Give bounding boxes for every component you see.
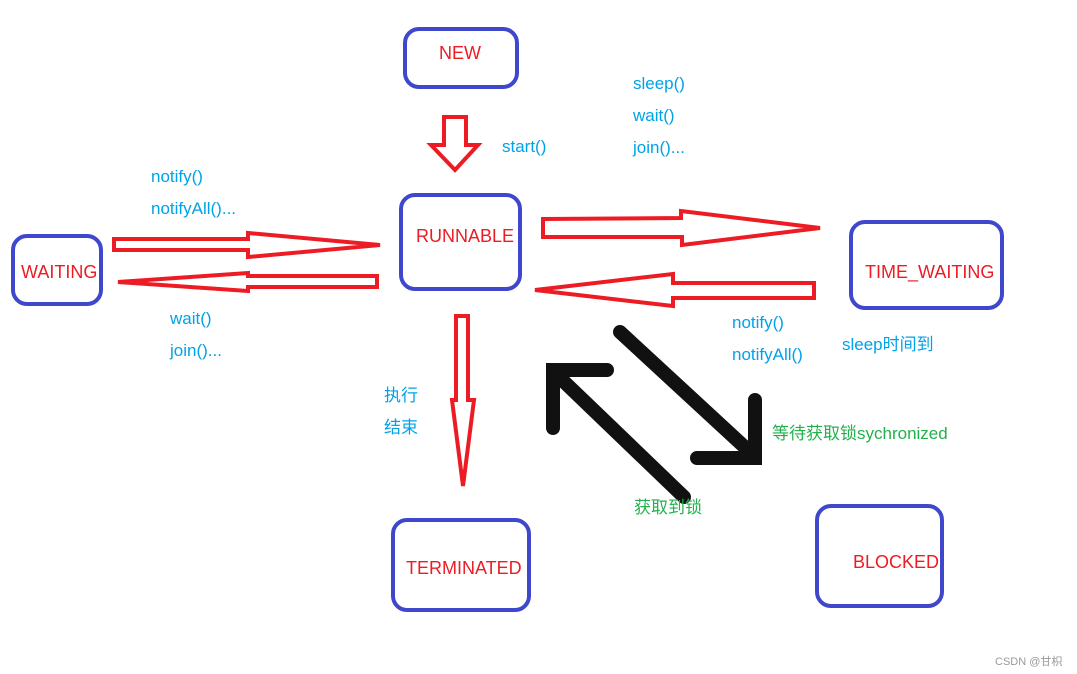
state-blocked-label: BLOCKED (853, 552, 940, 572)
arrow-time-waiting-to-runnable (534, 271, 816, 309)
state-terminated (391, 518, 531, 612)
arrow-runnable-to-waiting (117, 270, 379, 294)
arrow-waiting-to-runnable (112, 230, 381, 260)
state-runnable-label: RUNNABLE (416, 226, 515, 246)
label-sleep: sleep() (633, 74, 685, 93)
state-runnable (399, 193, 522, 291)
label-notify-all: notifyAll()... (151, 199, 237, 218)
label-got-lock: 获取到锁 (634, 498, 702, 517)
label-terminate: 执行 结束 (384, 380, 418, 444)
label-join: join()... (170, 341, 222, 360)
arrow-new-to-runnable (426, 115, 483, 173)
label-start: start() (502, 137, 547, 156)
state-terminated-label: TERMINATED (406, 558, 522, 578)
arrow-blocked-to-runnable (546, 363, 691, 504)
state-time-waiting-label: TIME_WAITING (865, 262, 995, 282)
watermark: CSDN @甘枳 (995, 656, 1063, 668)
state-new (403, 27, 519, 89)
arrow-runnable-to-blocked (613, 325, 762, 465)
label-from-waiting: notify() notifyAll()... (151, 161, 236, 225)
state-new-label: NEW (439, 43, 481, 63)
label-wait: wait() (170, 309, 212, 328)
arrow-runnable-to-time-waiting (541, 208, 821, 248)
label-notify: notify() (732, 313, 784, 332)
label-notify: notify() (151, 167, 203, 186)
state-time-waiting (849, 220, 1004, 310)
label-sleep-timeout: sleep时间到 (842, 335, 934, 354)
label-from-time-waiting: notify() notifyAll() (732, 307, 803, 371)
label-to-waiting: wait() join()... (170, 303, 222, 367)
state-waiting-label: WAITING (21, 262, 98, 282)
label-finish: 结束 (384, 418, 418, 437)
label-wait: wait() (633, 106, 675, 125)
label-join: join()... (633, 138, 685, 157)
label-wait-lock: 等待获取锁sychronized (772, 424, 948, 443)
state-waiting (11, 234, 103, 306)
label-notify-all: notifyAll() (732, 345, 803, 364)
label-to-time-waiting: sleep() wait() join()... (633, 68, 685, 164)
state-blocked (815, 504, 944, 608)
label-execute: 执行 (384, 386, 418, 405)
arrow-runnable-to-terminated (449, 314, 477, 487)
